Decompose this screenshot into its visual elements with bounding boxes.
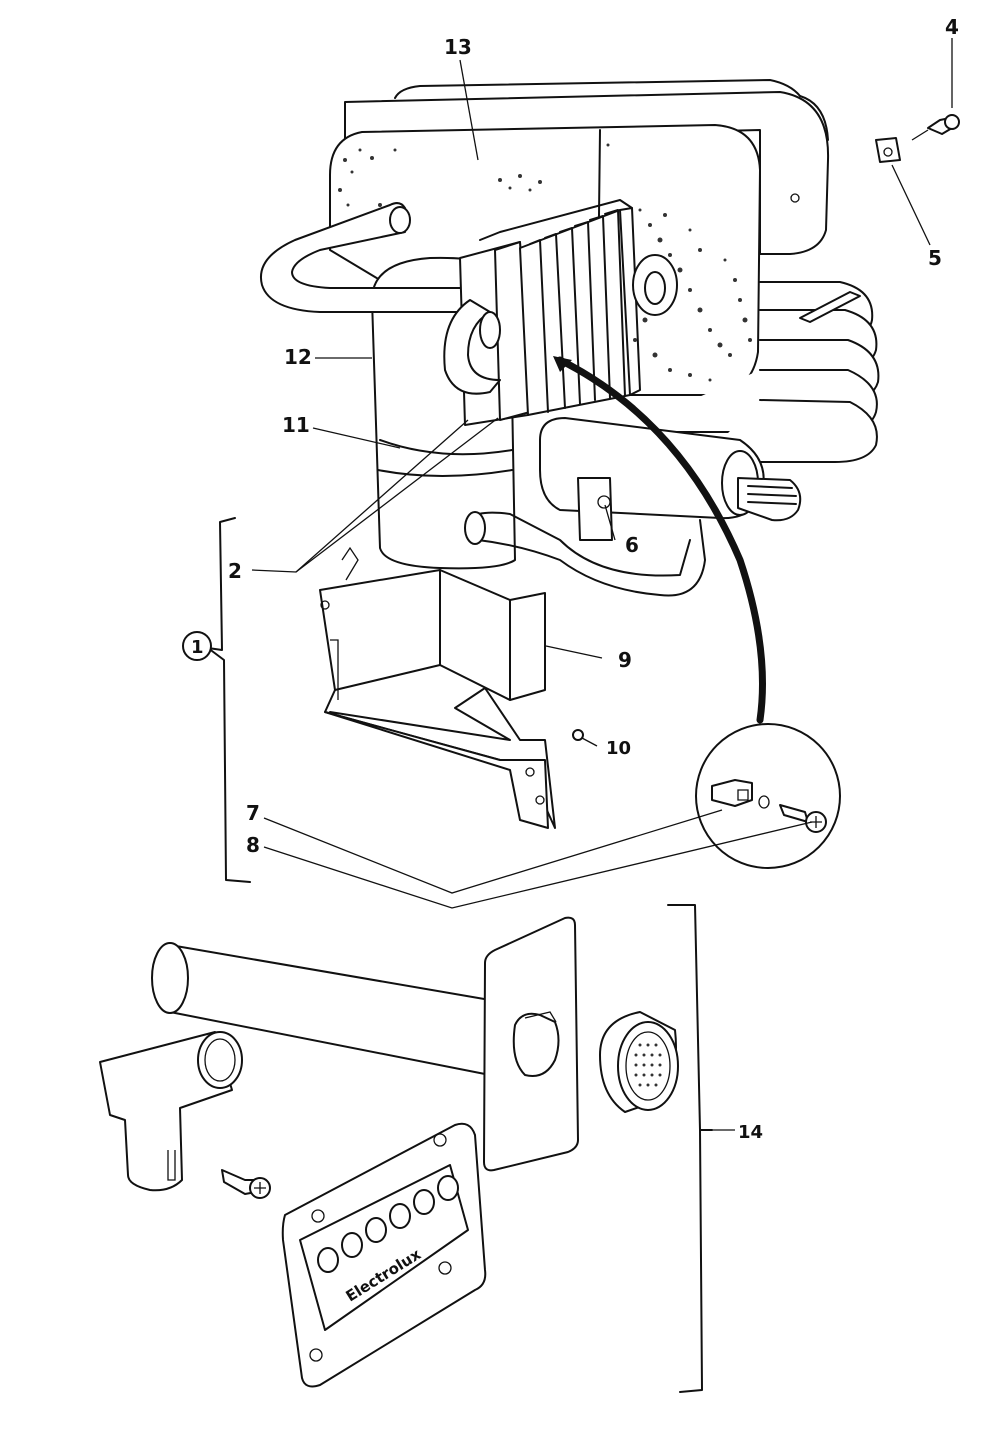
- detail-circle: [695, 723, 841, 869]
- callout-13: 13: [444, 35, 472, 59]
- screw-4: [911, 114, 960, 141]
- callout-14: 14: [738, 1122, 763, 1143]
- callout-2: 2: [228, 559, 242, 583]
- callout-12: 12: [284, 345, 312, 369]
- screw-lower: [221, 1169, 271, 1199]
- t-pipe: [99, 1031, 243, 1192]
- callout-6: 6: [625, 533, 639, 557]
- finned-heat-exchanger: [443, 199, 678, 426]
- small-screw-2: [341, 546, 359, 581]
- leader-lines: [251, 38, 953, 1131]
- thermocouple-lead: [553, 356, 766, 724]
- screw-10: [572, 729, 584, 741]
- clip-5: [875, 137, 901, 163]
- callout-1: 1: [191, 637, 204, 658]
- callout-11: 11: [282, 413, 310, 437]
- callout-9: 9: [618, 648, 632, 672]
- group-bracket-1: [182, 517, 251, 883]
- vent-cover-plate: Electrolux: [281, 1122, 487, 1388]
- vent-grille-cap: [599, 1011, 679, 1113]
- callout-8: 8: [246, 833, 260, 857]
- callout-4: 4: [945, 15, 959, 39]
- group-bracket-14: [667, 904, 713, 1393]
- mounting-bracket: [319, 569, 556, 829]
- callout-10: 10: [606, 738, 631, 759]
- callout-5: 5: [928, 246, 942, 270]
- exhaust-tube: [151, 942, 491, 1076]
- callout-7: 7: [246, 801, 260, 825]
- vent-mounting-plate: [483, 916, 579, 1172]
